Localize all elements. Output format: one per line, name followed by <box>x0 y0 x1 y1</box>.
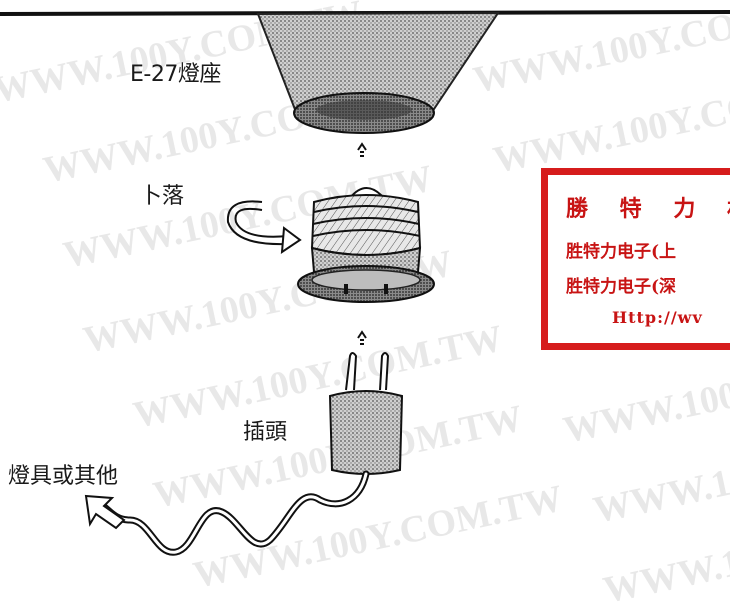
socket-label: E-27燈座 <box>130 62 221 87</box>
plug <box>328 352 404 475</box>
adapter <box>297 187 435 303</box>
cord-arrow-icon <box>84 494 126 530</box>
plug-label: 插頭 <box>243 420 288 445</box>
up-arrow-2 <box>357 330 367 345</box>
adapter-label: 卜落 <box>140 184 185 209</box>
up-arrow-1 <box>357 142 367 157</box>
power-cord <box>92 470 370 556</box>
stamp-line-shenzhen: 胜特力电子(深 <box>566 277 677 297</box>
lamp-label: 燈具或其他 <box>8 464 119 489</box>
stamp-line-shanghai: 胜特力电子(上 <box>566 242 677 262</box>
rotation-arrow-icon <box>226 200 302 254</box>
company-stamp: 勝 特 力 材 胜特力电子(上 胜特力电子(深 Http://wv <box>541 168 730 350</box>
stamp-url: Http://wv <box>612 308 703 327</box>
diagram-canvas <box>0 10 730 556</box>
e27-socket <box>256 11 500 134</box>
stamp-title: 勝 特 力 材 <box>566 196 730 222</box>
